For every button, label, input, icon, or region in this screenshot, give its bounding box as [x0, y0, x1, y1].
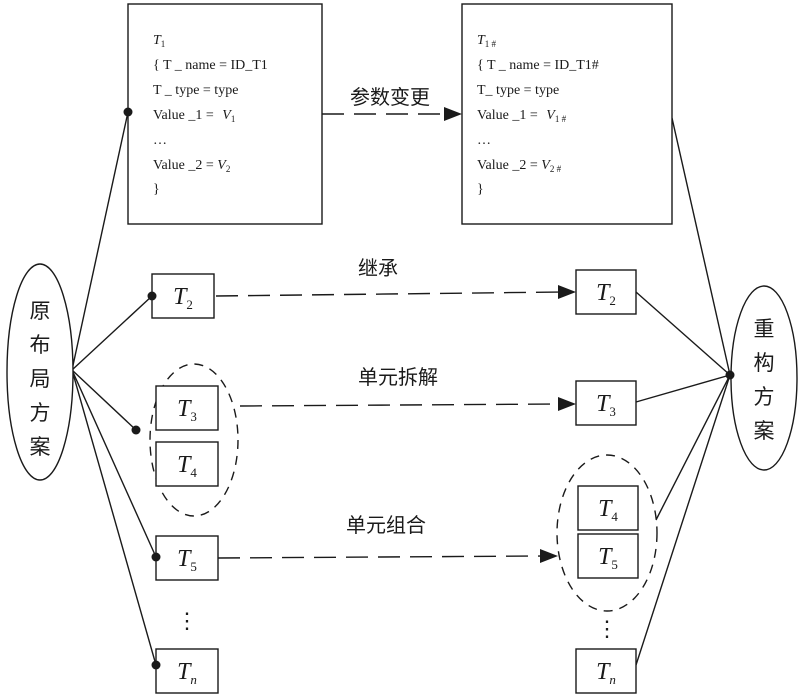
original-layout-ellipse-shape [6, 263, 74, 481]
dot-left-t3 [131, 425, 141, 435]
right-connectors [635, 117, 731, 666]
reconstruction-char-4: 案 [754, 419, 775, 443]
right-unit-t2-box [575, 269, 637, 315]
left-connectors [71, 111, 157, 666]
arrow-inherit-head [558, 285, 576, 299]
code-t1h-type: T_ type = type [477, 83, 559, 98]
original-layout-char-4: 方 [30, 401, 51, 425]
code-t1h-name: { T _ name = ID_T1# [477, 58, 599, 73]
right-unit-t3-label: T3 [596, 391, 616, 419]
arrow-combine: 单元组合 [217, 513, 558, 563]
code-t1h-title: T1 # [477, 33, 497, 49]
arrow-split-head [558, 397, 576, 411]
label-split: 单元拆解 [358, 365, 438, 389]
connector-right-t1 [671, 117, 731, 376]
label-combine: 单元组合 [346, 513, 426, 537]
arrow-inherit: 继承 [215, 256, 576, 299]
right-unit-t3-box [575, 380, 637, 426]
arrow-split-line [239, 403, 561, 407]
arrow-inherit-line [215, 291, 561, 297]
arrow-param-change: 参数变更 [322, 85, 462, 121]
connector-left-t1 [71, 111, 129, 371]
dot-right-hub [725, 370, 735, 380]
left-unit-t4-box [155, 441, 219, 487]
right-unit-t2-label: T2 [596, 280, 616, 308]
right-unit-t5-label: T5 [598, 544, 618, 572]
label-param-change: 参数变更 [350, 85, 430, 109]
code-box-t1-hash-frame [461, 3, 673, 225]
left-unit-t5-label: T5 [177, 546, 197, 574]
original-layout-char-2: 布 [30, 333, 51, 357]
code-box-t1-hash: T1 # { T _ name = ID_T1# T_ type = type … [461, 3, 673, 225]
right-unit-t4-box [577, 485, 639, 531]
connector-right-group [655, 374, 731, 521]
connector-right-t2 [635, 291, 731, 376]
left-unit-t2-box [151, 273, 215, 319]
dot-left-tn [151, 660, 161, 670]
code-box-t1-frame [127, 3, 323, 225]
code-t1h-value1: Value _1 = V1 # [477, 108, 567, 124]
left-unit-t3-box [155, 385, 219, 431]
right-unit-t4-label: T4 [598, 496, 618, 524]
code-t1h-ellipsis: … [477, 133, 491, 148]
right-combine-group-oval [556, 454, 658, 612]
arrow-param-change-head [444, 107, 462, 121]
original-layout-char-3: 局 [30, 367, 51, 391]
right-unit-tn-label: Tn [596, 659, 616, 687]
code-t1-ellipsis: … [153, 133, 167, 148]
right-units: T2 T3 T4 T5 ⋮ Tn [556, 269, 658, 694]
code-t1-value1: Value _1 = V1 [153, 108, 235, 124]
reconstruction-char-2: 构 [754, 351, 775, 375]
code-t1h-close: } [477, 182, 484, 197]
connector-left-t3 [71, 369, 137, 431]
connector-right-tn [635, 374, 731, 666]
left-unit-t4-label: T4 [177, 452, 197, 480]
code-t1h-value2: Value _2 = V2 # [477, 158, 562, 174]
left-split-group-oval [149, 363, 239, 517]
arrow-combine-line [217, 555, 543, 559]
code-t1-title: T1 [153, 33, 165, 49]
code-t1-type: T _ type = type [153, 83, 238, 98]
left-units: T2 T3 T4 T5 ⋮ Tn [149, 273, 239, 694]
left-unit-tn-label: Tn [177, 659, 197, 687]
dot-left-t1 [123, 107, 133, 117]
right-unit-tn-box [575, 648, 637, 694]
dot-left-t2 [147, 291, 157, 301]
reconstruction-char-3: 方 [754, 385, 775, 409]
left-unit-t2-label: T2 [173, 284, 193, 312]
arrow-split: 单元拆解 [239, 365, 576, 411]
code-box-t1: T1 { T _ name = ID_T1 T _ type = type Va… [127, 3, 323, 225]
original-layout-char-1: 原 [30, 299, 51, 323]
connector-left-t5 [71, 369, 157, 558]
connector-left-t2 [71, 295, 153, 371]
code-t1-value2: Value _2 = V2 [153, 158, 230, 174]
label-inherit: 继承 [358, 256, 398, 280]
connection-dots [123, 107, 735, 670]
reconstruction-ellipse: 重 构 方 案 [730, 285, 798, 471]
connector-right-t3 [635, 374, 731, 403]
code-t1-name: { T _ name = ID_T1 [153, 58, 268, 73]
reconstruction-char-1: 重 [754, 317, 775, 341]
connector-left-tn [71, 369, 157, 666]
left-vertical-ellipsis: ⋮ [176, 608, 198, 633]
code-t1-close: } [153, 182, 160, 197]
left-unit-tn-box [155, 648, 219, 694]
original-layout-ellipse: 原 布 局 方 案 [6, 263, 74, 481]
right-vertical-ellipsis: ⋮ [596, 616, 618, 641]
right-unit-t5-box [577, 533, 639, 579]
arrow-combine-head [540, 549, 558, 563]
left-unit-t3-label: T3 [177, 396, 197, 424]
original-layout-char-5: 案 [30, 435, 51, 459]
dot-left-t5 [151, 552, 161, 562]
